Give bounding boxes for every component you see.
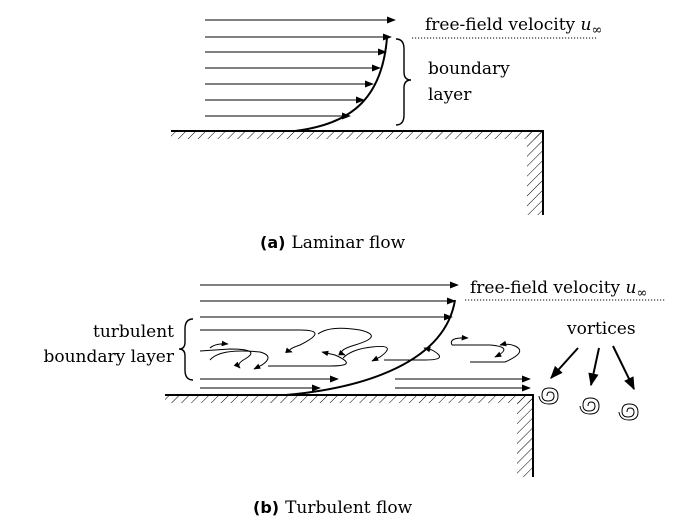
turbulent-brace <box>178 318 194 381</box>
panel-b-turbulent: free-field velocity u∞ turbulent boundar… <box>43 278 666 518</box>
turbulent-label-line2: boundary layer <box>43 347 174 367</box>
vortex-spirals <box>538 387 639 421</box>
velocity-arrows-a <box>205 16 396 120</box>
caption-b: (b)Turbulent flow <box>253 498 413 518</box>
boundary-label-line1: boundary <box>428 59 510 79</box>
caption-a: (a)Laminar flow <box>260 233 406 253</box>
panel-a-laminar: free-field velocity u∞ boundary layer (a… <box>171 15 602 253</box>
velocity-arrows-b <box>200 281 459 321</box>
turbulent-label-line1: turbulent <box>93 322 174 342</box>
boundary-brace-a <box>395 38 412 126</box>
free-field-label-b: free-field velocity u∞ <box>470 278 647 301</box>
velocity-profile-b <box>285 299 456 396</box>
turbulent-eddies <box>199 327 521 370</box>
vortex-arrows <box>550 345 635 391</box>
boundary-label-line2: layer <box>428 85 472 105</box>
vortex-spiral-1 <box>538 387 559 405</box>
wall-b <box>165 394 534 477</box>
wall-a <box>171 130 544 215</box>
vortices-label: vortices <box>566 319 636 339</box>
free-field-label-a: free-field velocity u∞ <box>425 15 602 38</box>
velocity-profile-a <box>294 37 388 132</box>
vortex-spiral-2 <box>579 397 600 415</box>
vortex-spiral-3 <box>618 403 639 421</box>
near-wall-arrows-b <box>200 375 531 392</box>
